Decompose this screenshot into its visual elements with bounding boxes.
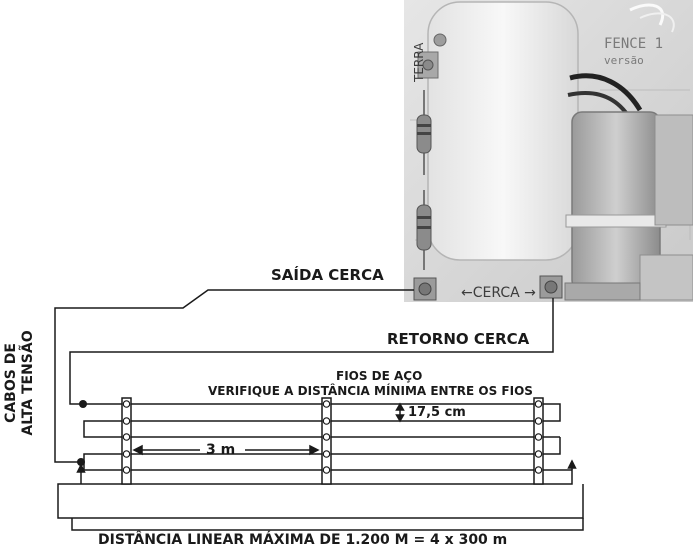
fios-title: FIOS DE AÇO xyxy=(336,369,423,383)
capacitor-block xyxy=(427,1,579,261)
fios-subtitle: VERIFIQUE A DISTÂNCIA MÍNIMA ENTRE OS FI… xyxy=(208,384,533,398)
connection-dot-saida xyxy=(77,458,85,466)
cabos-label-line2: ALTA TENSÃO xyxy=(20,330,36,436)
fence-wires xyxy=(57,403,584,519)
connection-dot-retorno xyxy=(79,400,87,408)
cabos-label: CABOS DE ALTA TENSÃO xyxy=(3,308,37,458)
linear-distance-label: DISTÂNCIA LINEAR MÁXIMA DE 1.200 M = 4 x… xyxy=(98,532,508,548)
linear-distance-bracket xyxy=(71,518,584,531)
retorno-cerca-label: RETORNO CERCA xyxy=(387,330,530,348)
post-2 xyxy=(321,397,332,485)
board-cerca-label: ←CERCA → xyxy=(461,285,536,301)
spacing-dimension xyxy=(395,402,405,423)
bottom-arrows xyxy=(76,459,577,484)
board-terra-label: TERRA xyxy=(412,42,426,83)
post-3 xyxy=(533,397,544,485)
wiring xyxy=(54,289,554,463)
board-version-label: versão xyxy=(604,54,644,67)
spacing-label: 17,5 cm xyxy=(408,405,466,420)
post-1 xyxy=(121,397,132,485)
post-distance-dimension xyxy=(132,444,320,456)
saida-cerca-label: SAÍDA CERCA xyxy=(271,266,384,284)
circuit-board xyxy=(404,0,693,302)
retorno-cable xyxy=(69,298,554,405)
cabos-label-line1: CABOS DE xyxy=(3,343,19,423)
board-brand-label: FENCE 1 xyxy=(604,36,663,52)
fence-posts xyxy=(121,397,544,485)
saida-cable xyxy=(54,289,414,463)
post-distance-label: 3 m xyxy=(206,442,236,458)
